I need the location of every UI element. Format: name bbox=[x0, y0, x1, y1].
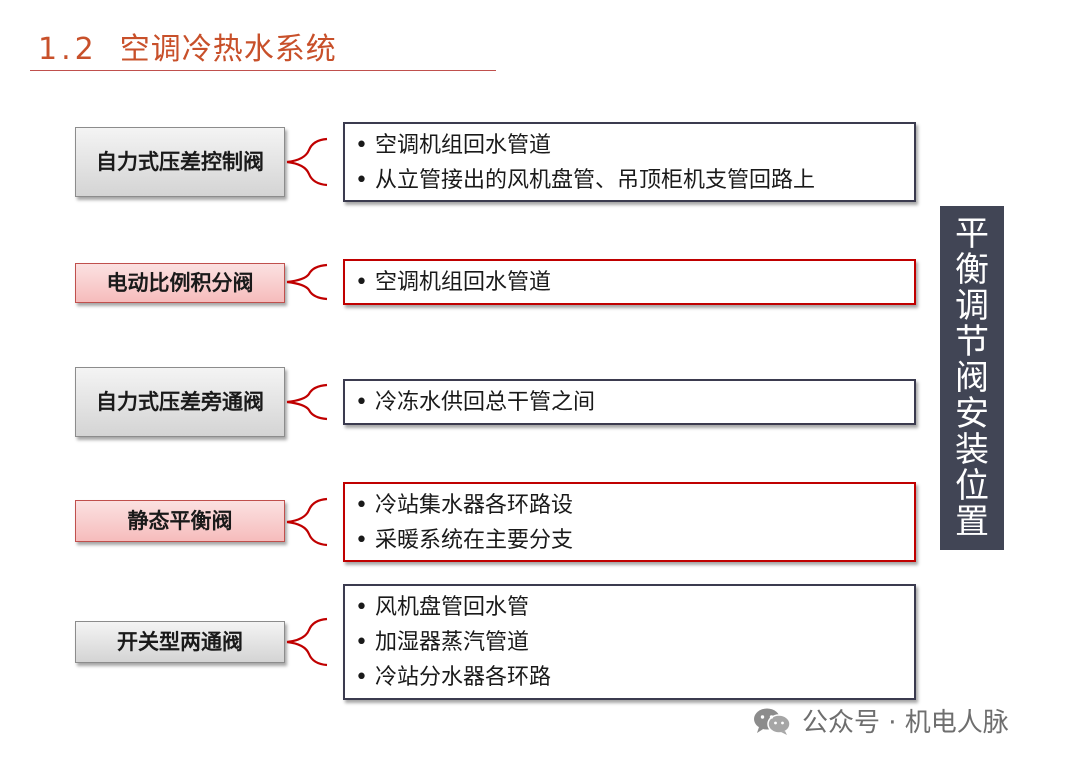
location-item: 采暖系统在主要分支 bbox=[355, 523, 914, 558]
location-item: 冷站集水器各环路设 bbox=[355, 488, 914, 523]
location-item: 风机盘管回水管 bbox=[355, 590, 914, 625]
location-item: 空调机组回水管道 bbox=[355, 128, 914, 163]
watermark-text: 公众号 · 机电人脉 bbox=[802, 708, 1009, 738]
valve-label-two-way: 开关型两通阀 bbox=[75, 621, 285, 663]
side-label-char: 平 bbox=[955, 214, 989, 254]
brace-connector bbox=[286, 383, 328, 421]
location-item: 冷冻水供回总干管之间 bbox=[355, 385, 914, 420]
location-box-pressure-bypass: 冷冻水供回总干管之间 bbox=[343, 379, 916, 425]
title-underline bbox=[30, 70, 496, 71]
location-box-static-balance: 冷站集水器各环路设 采暖系统在主要分支 bbox=[343, 482, 916, 562]
side-label-char: 调 bbox=[955, 286, 989, 326]
section-number: 1.2 bbox=[38, 32, 98, 67]
location-item: 从立管接出的风机盘管、吊顶柜机支管回路上 bbox=[355, 163, 914, 198]
side-label-panel: 平衡调节阀安装位置 bbox=[940, 206, 1004, 550]
location-box-pressure-control: 空调机组回水管道 从立管接出的风机盘管、吊顶柜机支管回路上 bbox=[343, 122, 916, 202]
brace-connector bbox=[286, 497, 328, 547]
location-box-electric-pi: 空调机组回水管道 bbox=[343, 259, 916, 305]
brace-connector bbox=[286, 137, 328, 187]
valve-label-static-balance: 静态平衡阀 bbox=[75, 500, 285, 542]
side-label-char: 置 bbox=[955, 502, 989, 542]
valve-label-pressure-control: 自力式压差控制阀 bbox=[75, 127, 285, 197]
brace-connector bbox=[286, 263, 328, 301]
side-label-char: 安 bbox=[955, 394, 989, 434]
slide-title: 1.2 空调冷热水系统 bbox=[38, 24, 337, 68]
wechat-icon bbox=[754, 708, 791, 735]
location-item: 冷站分水器各环路 bbox=[355, 660, 914, 695]
valve-label-pressure-bypass: 自力式压差旁通阀 bbox=[75, 367, 285, 437]
watermark: 公众号 · 机电人脉 bbox=[752, 702, 1009, 739]
side-label-char: 节 bbox=[955, 322, 989, 362]
side-label-char: 阀 bbox=[955, 358, 989, 398]
location-item: 空调机组回水管道 bbox=[355, 265, 914, 300]
valve-label-electric-pi: 电动比例积分阀 bbox=[75, 263, 285, 303]
side-label-char: 位 bbox=[955, 466, 989, 506]
location-item: 加湿器蒸汽管道 bbox=[355, 625, 914, 660]
brace-connector bbox=[286, 617, 328, 667]
side-label-char: 装 bbox=[955, 430, 989, 470]
location-box-two-way: 风机盘管回水管 加湿器蒸汽管道 冷站分水器各环路 bbox=[343, 584, 916, 700]
side-label-char: 衡 bbox=[955, 250, 989, 290]
section-title: 空调冷热水系统 bbox=[119, 32, 337, 67]
